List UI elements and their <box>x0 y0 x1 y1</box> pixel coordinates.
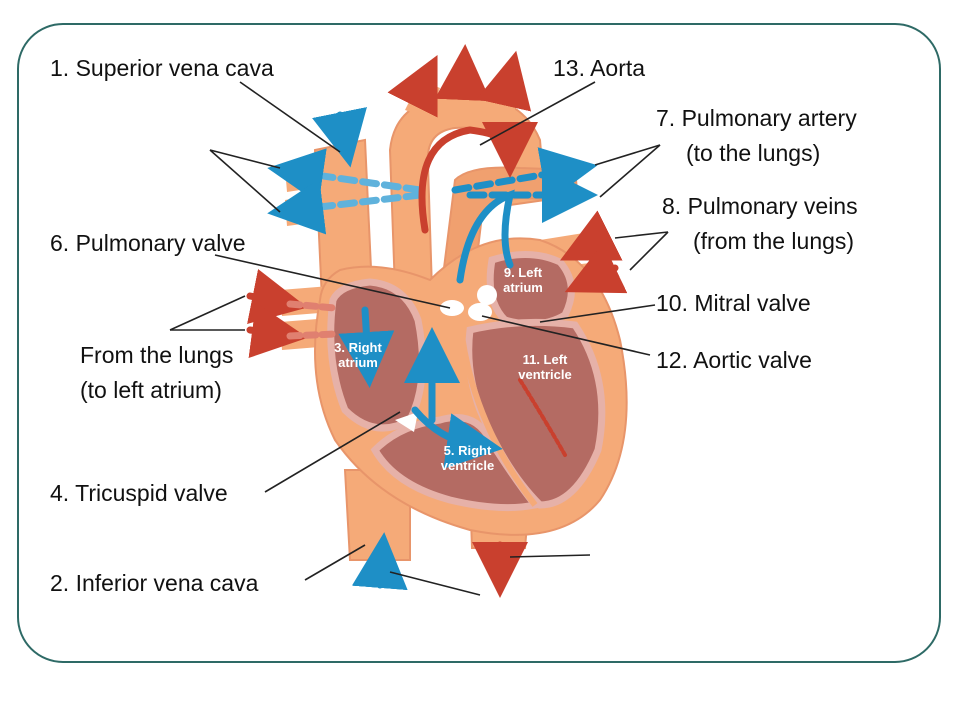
label-pulmonary-artery-1: 7. Pulmonary artery <box>656 105 857 131</box>
flow-arrows <box>246 44 628 598</box>
chamber-right-ventricle: 5. Right ventricle <box>440 443 495 473</box>
chamber-right-atrium: 3. Right atrium <box>334 340 382 370</box>
tricuspid-valve-shape <box>395 412 418 432</box>
label-from-lungs-2: (to left atrium) <box>80 377 222 403</box>
chamber-left-atrium: 9. Left atrium <box>503 265 543 295</box>
label-pulmonary-valve: 6. Pulmonary valve <box>50 230 246 256</box>
label-from-lungs-1: From the lungs <box>80 342 234 368</box>
label-aorta: 13. Aorta <box>553 55 646 81</box>
left-atrium-shape <box>486 250 575 328</box>
label-pulmonary-artery-2: (to the lungs) <box>686 140 821 166</box>
label-tricuspid-valve: 4. Tricuspid valve <box>50 480 228 506</box>
label-pulmonary-veins-1: 8. Pulmonary veins <box>662 193 858 219</box>
label-mitral-valve: 10. Mitral valve <box>656 290 811 316</box>
label-pulmonary-veins-2: (from the lungs) <box>693 228 855 254</box>
pulmonary-valve-shape <box>440 300 464 316</box>
label-superior-vena-cava: 1. Superior vena cava <box>50 55 274 81</box>
label-inferior-vena-cava: 2. Inferior vena cava <box>50 570 259 596</box>
chamber-left-ventricle: 11. Left ventricle <box>518 352 572 382</box>
mitral-valve-shape <box>477 285 497 305</box>
leader-lines <box>169 81 669 596</box>
label-aortic-valve: 12. Aortic valve <box>656 347 812 373</box>
